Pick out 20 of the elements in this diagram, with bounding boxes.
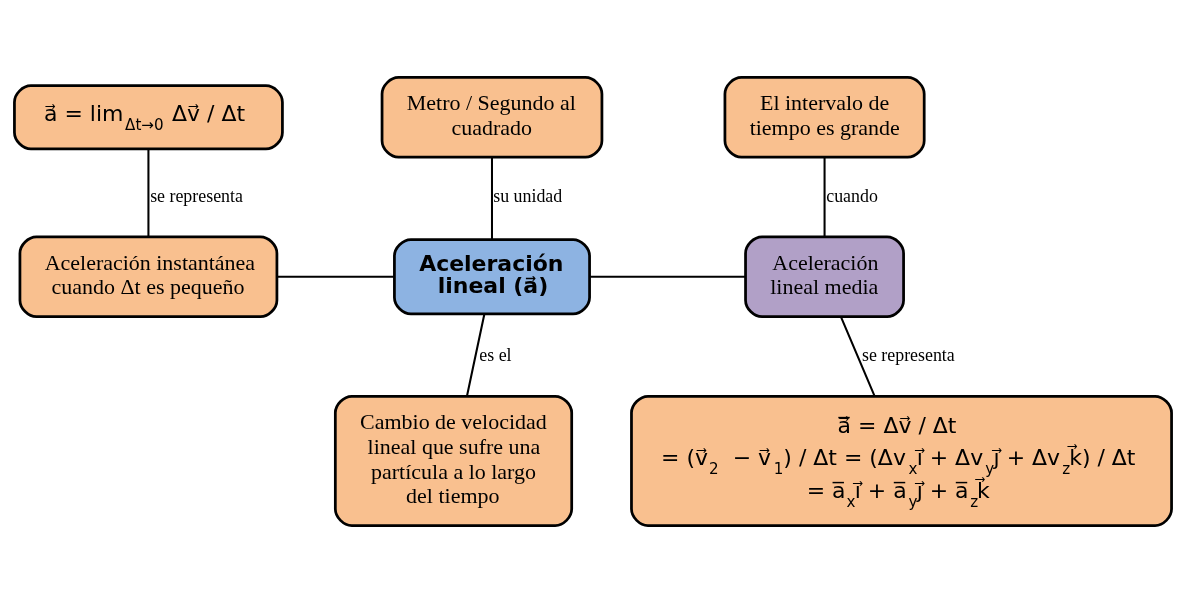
node-box: Cambio de velocidad lineal que sufre una partícula a lo largo del tiempo [333, 394, 574, 527]
node-box: Aceleración instantánea cuando Δt es pequeño [18, 235, 279, 318]
connector [590, 275, 746, 278]
connector [147, 149, 150, 237]
edge-label: su unidad [493, 185, 563, 206]
node-box: a̅⃗ = Δv⃗ / Δt = (v⃗$_{2}$ − v⃗$_{1}$) / Δt = (Δv$_{x}$i⃗ + Δv$_{y}$j⃗ + Δv$_{z}$k⃗) / Δt = a̅$_{x}$i⃗ + a̅$_{y}$j⃗ + a̅$_{z}$k⃗ [630, 394, 1173, 527]
connector [840, 316, 876, 397]
edge-label: se representa [150, 185, 243, 206]
edge-label: cuando [826, 185, 878, 206]
node-box: El intervalo de tiempo es grande [723, 76, 926, 159]
node-box: a⃗ = lim$_{Δt→0}$ Δv⃗ / Δt [13, 84, 284, 151]
connector [823, 157, 826, 237]
edge-label: es el [479, 345, 512, 366]
edge-label: se representa [862, 345, 955, 366]
node-box: Aceleración lineal media [744, 235, 905, 318]
connector [465, 313, 486, 397]
connector [490, 157, 493, 240]
node-box: Aceleración lineal (a⃗) [393, 238, 591, 316]
connector [277, 275, 395, 278]
node-box: Metro / Segundo al cuadrado [380, 76, 604, 159]
